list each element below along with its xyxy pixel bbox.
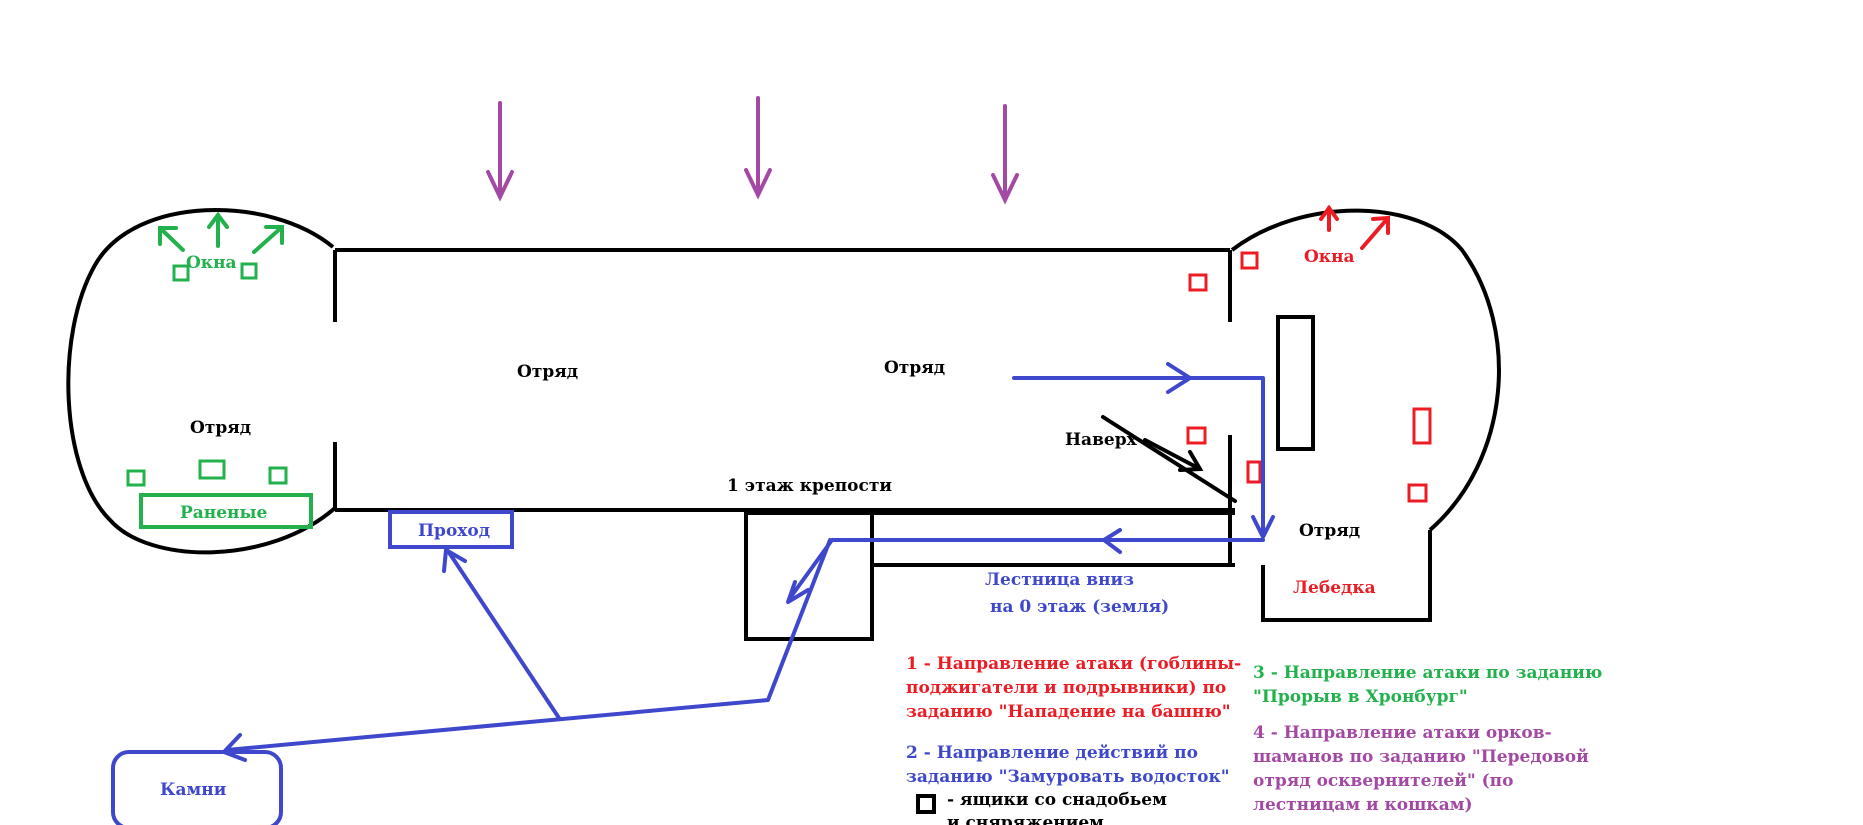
legend-item-4-line: лестницам и кошкам)	[1253, 795, 1473, 815]
right-squad-label: Отряд	[1299, 521, 1360, 541]
wounded-label: Раненые	[180, 503, 268, 523]
stairs-down-line1: Лестница вниз	[985, 570, 1134, 590]
right-tower	[1230, 208, 1501, 622]
right-tower-window-marks	[1186, 251, 1432, 503]
wounded-area	[139, 493, 313, 529]
right-windows-label: Окна	[1304, 247, 1355, 267]
passage-box	[388, 510, 514, 549]
purple-arrow-3	[991, 104, 1019, 205]
legend-item-3-line: 3 - Направление атаки по заданию	[1253, 663, 1602, 683]
green-window-mark	[268, 466, 288, 485]
legend-item-2-line: заданию "Замуровать водосток"	[906, 767, 1230, 787]
red-window-mark	[1186, 426, 1207, 445]
red-window-mark	[1407, 483, 1428, 503]
left-windows-label: Окна	[186, 253, 237, 273]
hall-squad-left-label: Отряд	[517, 362, 578, 382]
legend-crates-line: и сняряжением	[947, 813, 1104, 825]
stones-label: Камни	[160, 780, 227, 800]
legend: 1 - Направление атаки (гоблины- поджигат…	[906, 654, 1608, 825]
stairs-down-line2: на 0 этаж (земля)	[990, 597, 1169, 617]
stones-box	[111, 750, 283, 825]
green-arrow-left	[158, 226, 185, 252]
green-arrow-right	[252, 225, 284, 254]
legend-item-1-line: поджигатели и подрывники) по	[906, 678, 1226, 698]
red-arrow-right	[1360, 215, 1390, 250]
legend-item-4-line: 4 - Направление атаки орков-	[1253, 723, 1552, 743]
legend-crates-line: - ящики со снадобьем	[947, 790, 1167, 810]
red-window-mark	[1412, 407, 1432, 445]
blue-route	[222, 362, 1275, 762]
green-arrow-up	[207, 211, 229, 248]
legend-item-4: 4 - Направление атаки орков- шаманов по …	[1253, 723, 1595, 815]
red-window-mark	[1188, 273, 1208, 292]
legend-item-1-line: 1 - Направление атаки (гоблины-	[906, 654, 1241, 674]
purple-attack-arrows	[486, 96, 1019, 205]
green-window-mark	[172, 264, 190, 282]
left-tower	[66, 208, 337, 555]
passage-label: Проход	[418, 521, 490, 541]
red-arrow-up	[1319, 204, 1339, 232]
legend-crates: - ящики со снадобьем и сняряжением	[947, 790, 1173, 825]
legend-item-4-line: шаманов по заданию "Передовой	[1253, 747, 1589, 767]
winch-label: Лебедка	[1293, 578, 1376, 598]
main-hall	[333, 248, 1235, 565]
left-tower-window-marks	[126, 262, 288, 487]
green-window-mark	[126, 469, 146, 487]
floor-label: 1 этаж крепости	[727, 476, 892, 496]
stairs-down-structure	[744, 511, 1235, 641]
hall-squad-right-label: Отряд	[884, 358, 945, 378]
right-tower-pillar	[1276, 315, 1315, 451]
left-squad-label: Отряд	[190, 418, 251, 438]
legend-item-3-line: "Прорыв в Хронбург"	[1253, 687, 1468, 707]
purple-arrow-2	[744, 96, 772, 200]
up-label: Наверх	[1065, 430, 1138, 450]
legend-item-1-line: заданию "Нападение на башню"	[906, 702, 1231, 722]
crate-legend-icon	[916, 794, 936, 814]
legend-item-4-line: отряд осквернителей" (по	[1253, 771, 1513, 791]
stairs-up	[1101, 415, 1237, 503]
green-window-mark	[198, 459, 226, 480]
green-window-mark	[240, 262, 258, 280]
legend-item-2: 2 - Направление действий по заданию "Зам…	[906, 743, 1230, 787]
legend-item-3: 3 - Направление атаки по заданию "Прорыв…	[1253, 663, 1608, 707]
red-window-mark	[1246, 460, 1262, 484]
legend-item-1: 1 - Направление атаки (гоблины- поджигат…	[906, 654, 1247, 722]
left-tower-windows-arrows	[158, 211, 284, 254]
legend-item-2-line: 2 - Направление действий по	[906, 743, 1198, 763]
red-window-mark	[1240, 251, 1259, 270]
purple-arrow-1	[486, 101, 514, 202]
right-tower-window-arrows	[1319, 204, 1390, 250]
